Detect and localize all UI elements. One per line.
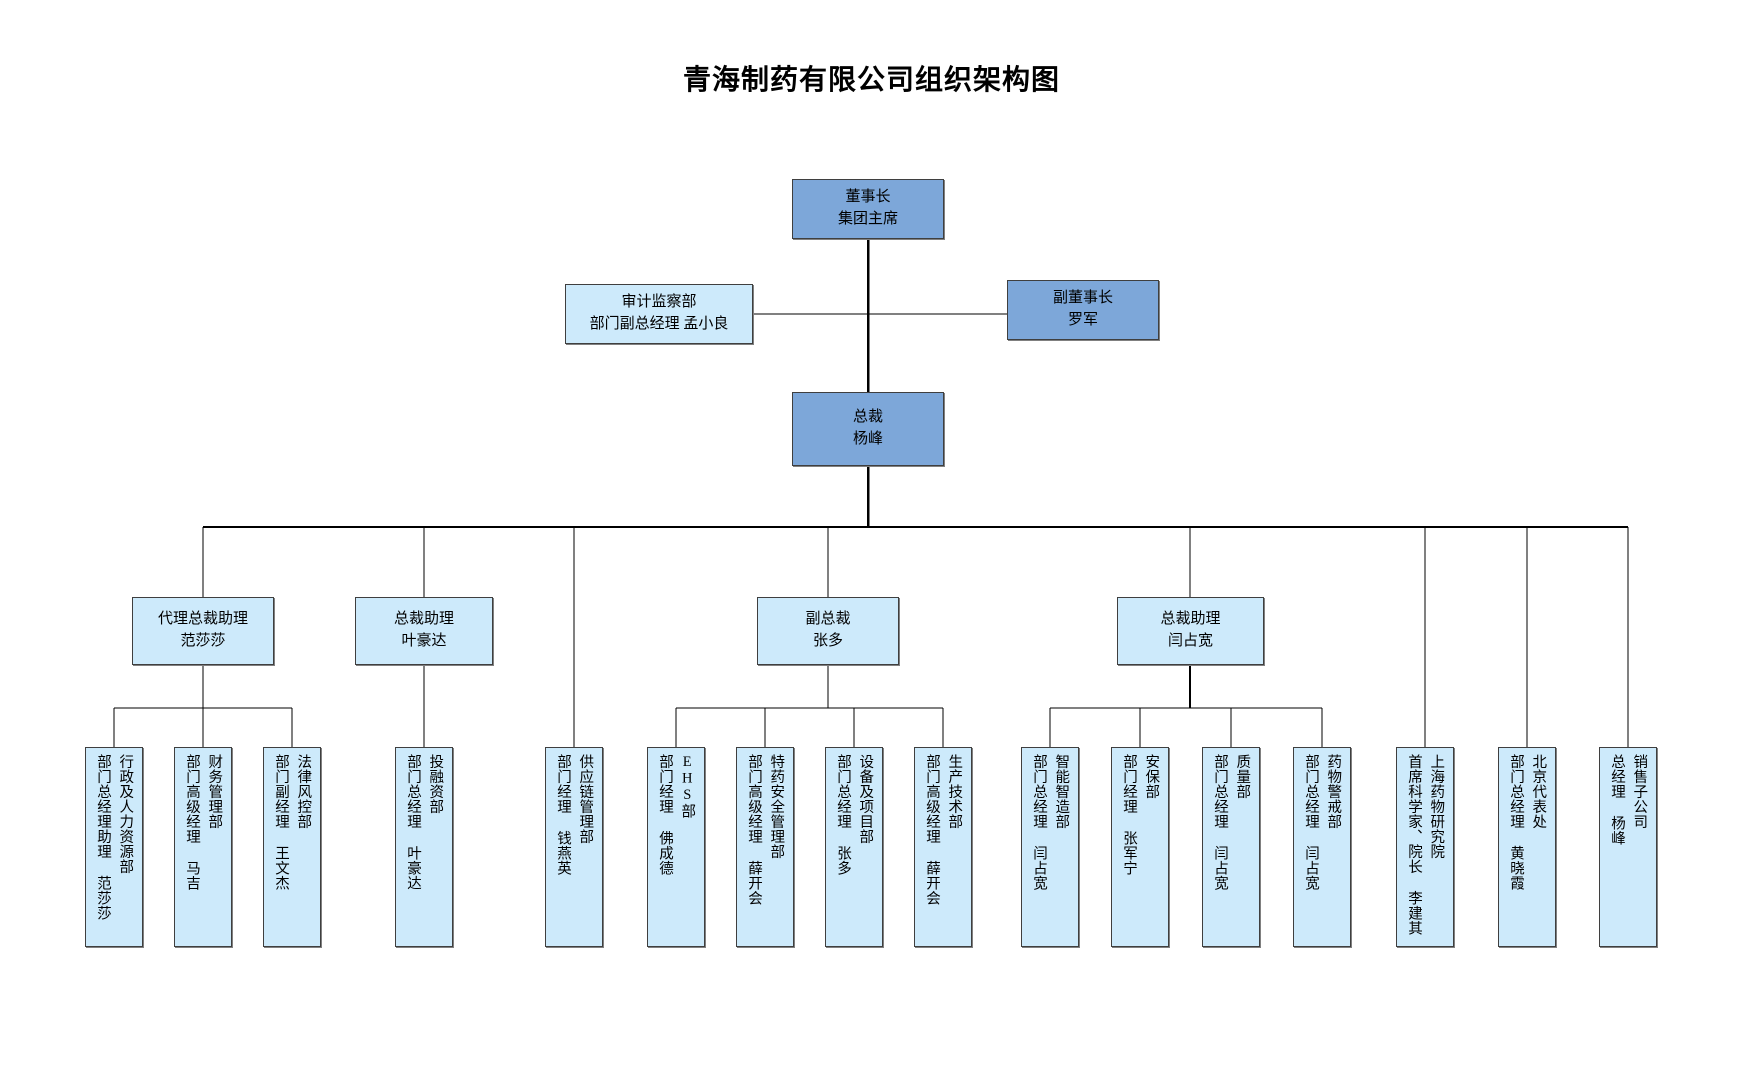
dept-role-ehs: 部门经理 佛成德 <box>657 754 673 876</box>
dept-role-equipment-project: 部门总经理 张多 <box>835 754 851 876</box>
page-title: 青海制药有限公司组织架构图 <box>682 64 1060 95</box>
dept-name-beijing-office: 北京代表处 <box>1530 754 1547 829</box>
dept-box-beijing-office[interactable]: 北京代表处 部门总经理 黄晓霞 <box>1498 747 1556 947</box>
dept-box-production-tech[interactable]: 生产技术部 部门高级经理 薛开会 <box>914 747 972 947</box>
node-vice-chairman-label: 副董事长 罗军 <box>1052 290 1113 328</box>
node-audit-department-label: 审计监察部 部门副总经理 孟小良 <box>589 294 729 332</box>
dept-box-legal-risk[interactable]: 法律风控部 部门副经理 王文杰 <box>263 747 321 947</box>
dept-name-hr: 行政及人力资源部 <box>117 754 134 874</box>
dept-role-production-tech: 部门高级经理 薛开会 <box>924 754 940 906</box>
dept-role-investment: 部门总经理 叶豪达 <box>405 754 421 891</box>
dept-name-legal-risk: 法律风控部 <box>295 754 312 829</box>
dept-name-special-drug-safety: 特药安全管理部 <box>768 754 785 859</box>
dept-name-supply-chain: 供应链管理部 <box>577 754 594 844</box>
dept-role-sales-subsidiary: 总经理 杨峰 <box>1609 754 1625 846</box>
node-assistant-president-yan-label: 总裁助理 闫占宽 <box>1160 611 1221 649</box>
node-president[interactable]: 总裁 杨峰 <box>792 392 944 466</box>
node-president-label: 总裁 杨峰 <box>852 409 883 447</box>
dept-name-finance: 财务管理部 <box>206 754 223 829</box>
dept-box-quality[interactable]: 质量部 部门总经理 闫占宽 <box>1202 747 1260 947</box>
node-chairman-label: 董事长 集团主席 <box>837 189 898 227</box>
node-assistant-president-ye[interactable]: 总裁助理 叶豪达 <box>355 597 493 665</box>
dept-name-quality: 质量部 <box>1234 754 1251 799</box>
dept-box-equipment-project[interactable]: 设备及项目部 部门总经理 张多 <box>825 747 883 947</box>
dept-name-investment: 投融资部 <box>427 754 444 814</box>
node-audit-department[interactable]: 审计监察部 部门副总经理 孟小良 <box>565 284 753 344</box>
node-assistant-president-ye-label: 总裁助理 叶豪达 <box>393 611 454 649</box>
node-chairman[interactable]: 董事长 集团主席 <box>792 179 944 239</box>
dept-name-equipment-project: 设备及项目部 <box>857 754 874 844</box>
dept-role-pharmacovigilance: 部门总经理 闫占宽 <box>1303 754 1319 891</box>
node-assistant-president-yan[interactable]: 总裁助理 闫占宽 <box>1117 597 1264 665</box>
dept-name-smart-manufacturing: 智能智造部 <box>1053 754 1070 829</box>
dept-box-hr[interactable]: 行政及人力资源部 部门总经理助理 范莎莎 <box>85 747 143 947</box>
dept-box-pharmacovigilance[interactable]: 药物警戒部 部门总经理 闫占宽 <box>1293 747 1351 947</box>
dept-box-sales-subsidiary[interactable]: 销售子公司 总经理 杨峰 <box>1599 747 1657 947</box>
dept-name-security: 安保部 <box>1143 754 1160 799</box>
node-acting-assistant-president[interactable]: 代理总裁助理 范莎莎 <box>132 597 274 665</box>
dept-role-shanghai-institute: 首席科学家、院长 李建其 <box>1406 754 1422 936</box>
dept-role-hr: 部门总经理助理 范莎莎 <box>95 754 111 921</box>
node-vice-president[interactable]: 副总裁 张多 <box>757 597 899 665</box>
dept-box-smart-manufacturing[interactable]: 智能智造部 部门总经理 闫占宽 <box>1021 747 1079 947</box>
dept-box-special-drug-safety[interactable]: 特药安全管理部 部门高级经理 薛开会 <box>736 747 794 947</box>
dept-box-ehs[interactable]: EHS部 部门经理 佛成德 <box>647 747 705 947</box>
dept-box-shanghai-institute[interactable]: 上海药物研究院 首席科学家、院长 李建其 <box>1396 747 1454 947</box>
dept-role-quality: 部门总经理 闫占宽 <box>1212 754 1228 891</box>
dept-role-security: 部门经理 张军宁 <box>1121 754 1137 876</box>
dept-name-ehs: EHS部 <box>679 754 696 819</box>
dept-role-beijing-office: 部门总经理 黄晓霞 <box>1508 754 1524 891</box>
dept-box-supply-chain[interactable]: 供应链管理部 部门经理 钱燕英 <box>545 747 603 947</box>
dept-role-smart-manufacturing: 部门总经理 闫占宽 <box>1031 754 1047 891</box>
dept-role-special-drug-safety: 部门高级经理 薛开会 <box>746 754 762 906</box>
dept-box-finance[interactable]: 财务管理部 部门高级经理 马吉 <box>174 747 232 947</box>
node-vice-chairman[interactable]: 副董事长 罗军 <box>1007 280 1159 340</box>
dept-role-legal-risk: 部门副经理 王文杰 <box>273 754 289 891</box>
dept-name-sales-subsidiary: 销售子公司 <box>1631 754 1648 829</box>
dept-name-pharmacovigilance: 药物警戒部 <box>1325 754 1342 829</box>
node-acting-assistant-president-label: 代理总裁助理 范莎莎 <box>157 611 248 649</box>
dept-box-investment[interactable]: 投融资部 部门总经理 叶豪达 <box>395 747 453 947</box>
dept-name-shanghai-institute: 上海药物研究院 <box>1428 754 1445 859</box>
node-vice-president-label: 副总裁 张多 <box>805 611 851 649</box>
dept-name-production-tech: 生产技术部 <box>946 754 963 829</box>
dept-role-finance: 部门高级经理 马吉 <box>184 754 200 891</box>
dept-box-security[interactable]: 安保部 部门经理 张军宁 <box>1111 747 1169 947</box>
dept-role-supply-chain: 部门经理 钱燕英 <box>555 754 571 876</box>
